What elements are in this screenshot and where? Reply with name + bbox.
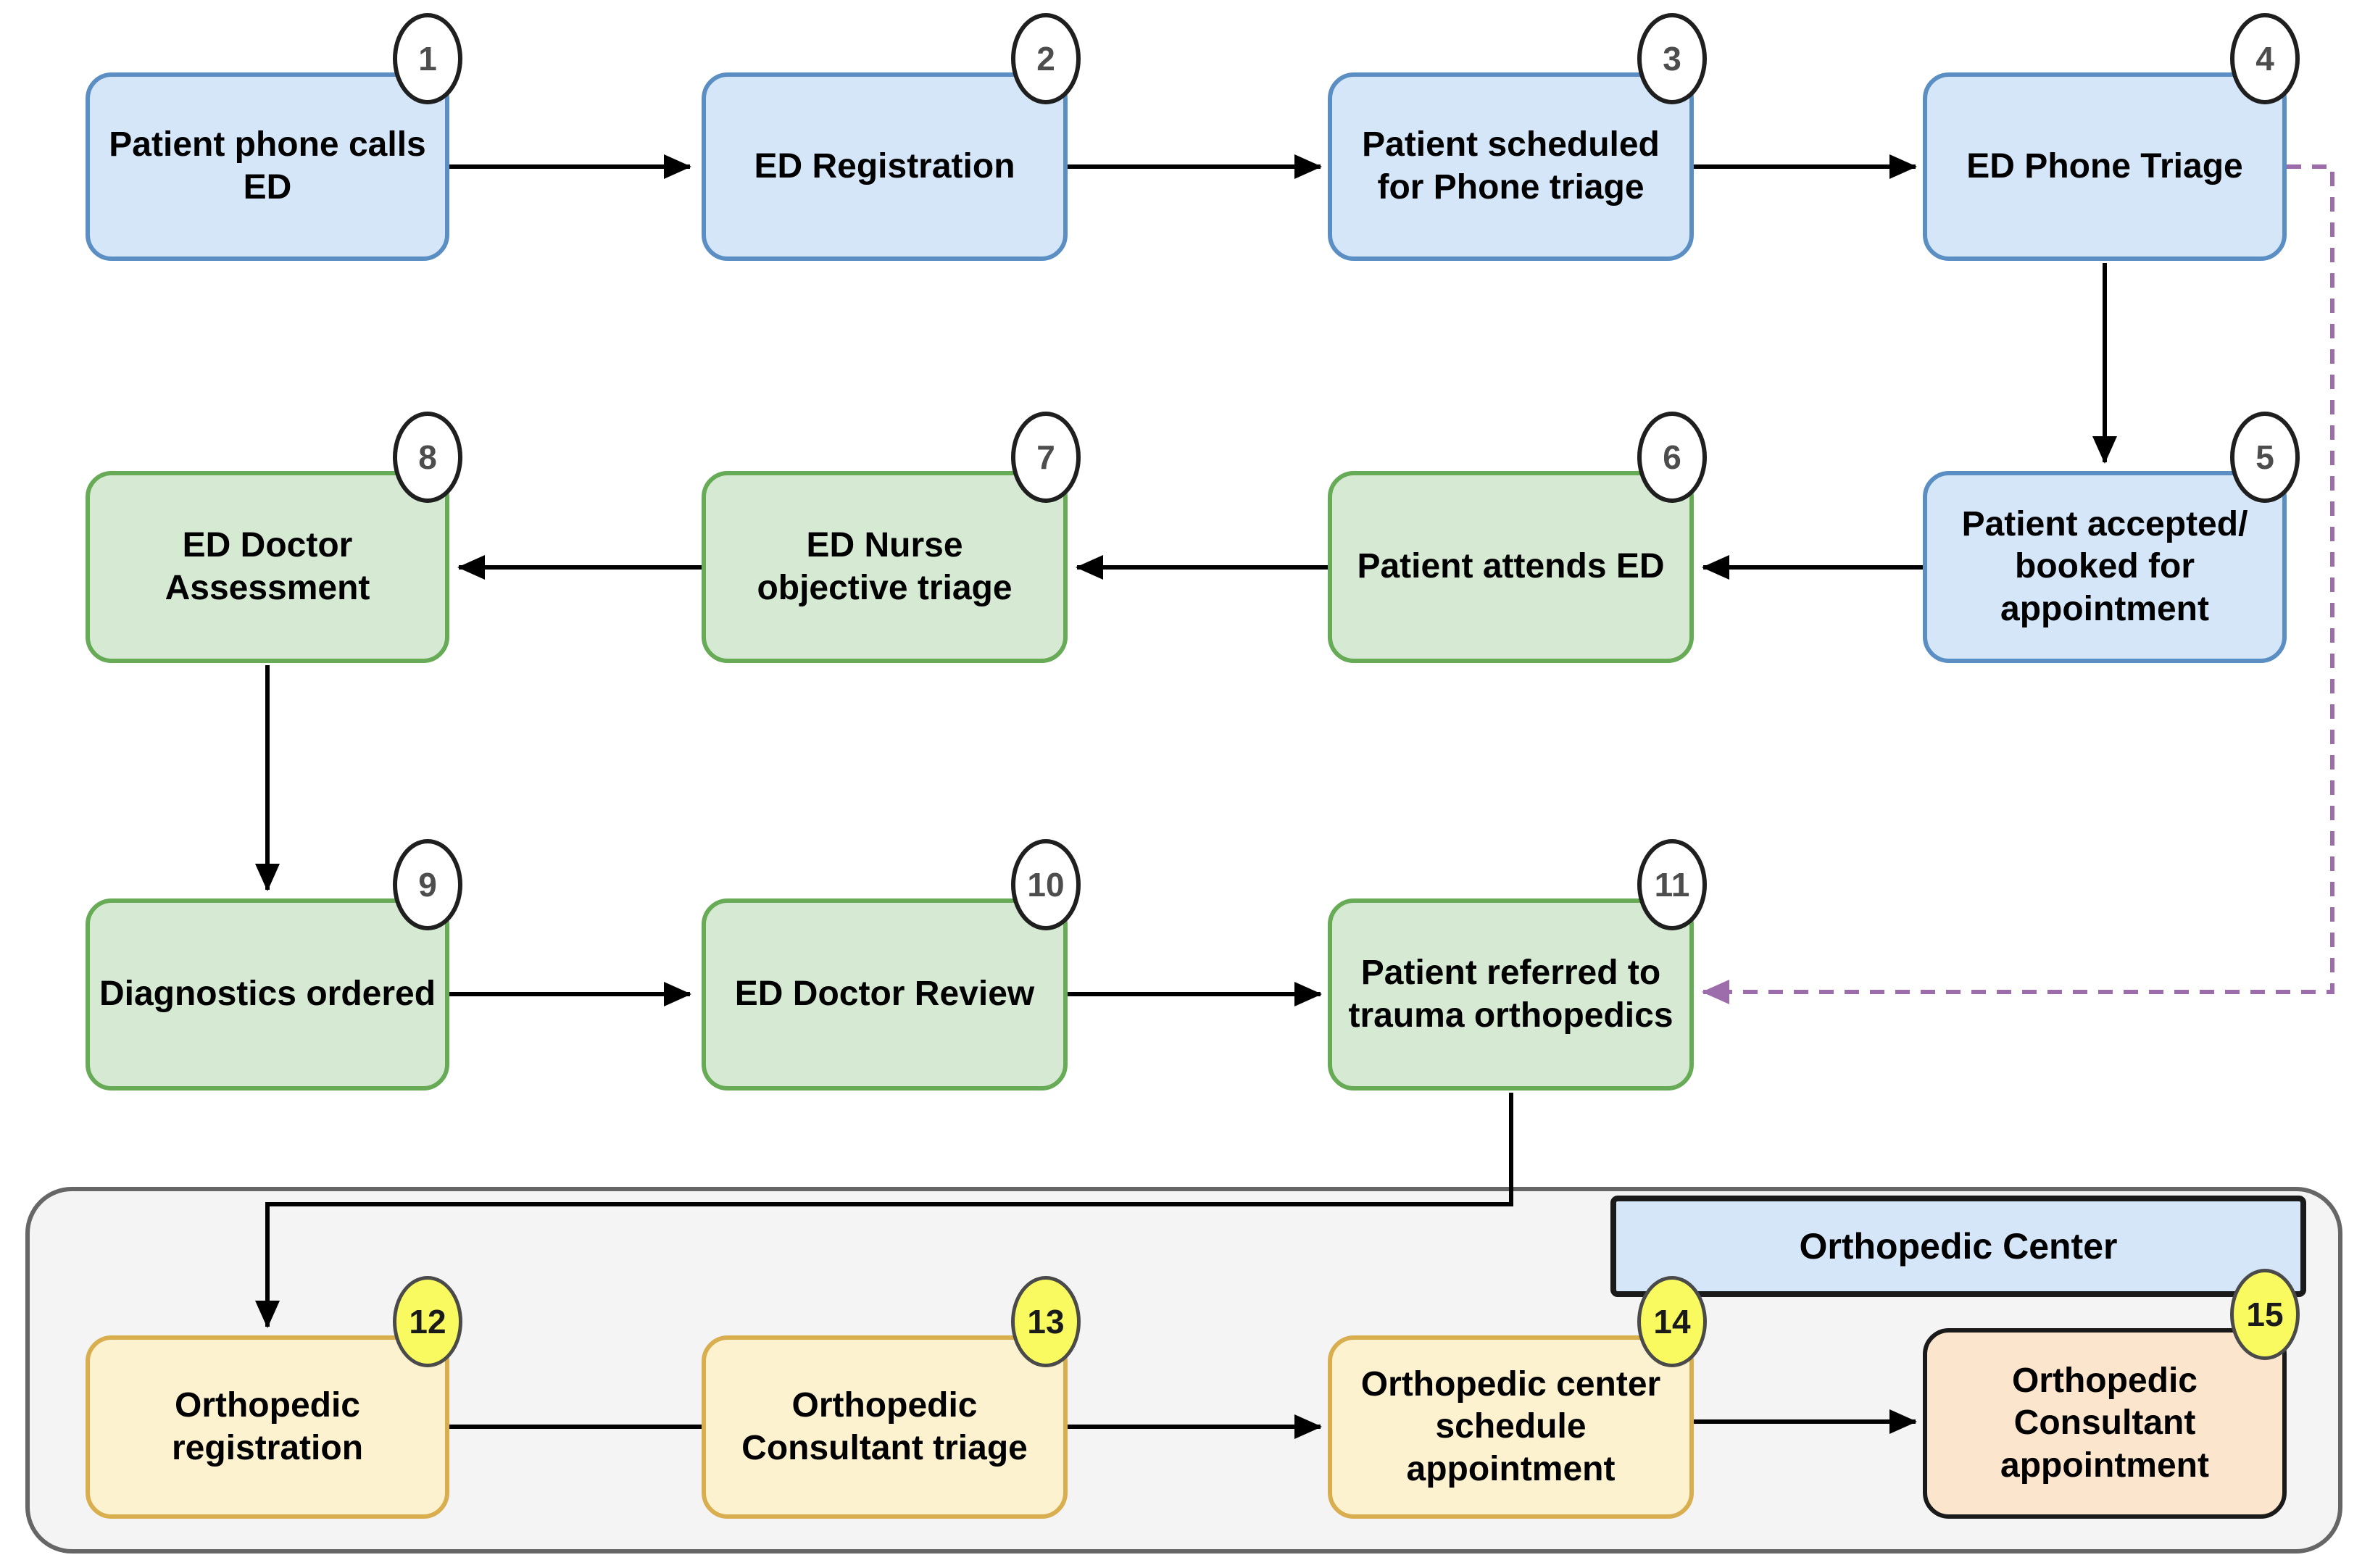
step-badge-10: 10 — [1011, 839, 1081, 930]
step-badge-11: 11 — [1637, 839, 1707, 930]
step-badge-1: 1 — [393, 13, 462, 104]
node-label: Orthopedic Consultant appointment — [2000, 1361, 2209, 1485]
step-badge-14: 14 — [1637, 1276, 1707, 1367]
step-badge-2: 2 — [1011, 13, 1081, 104]
step-badge-4: 4 — [2230, 13, 2300, 104]
step-badge-6: 6 — [1637, 412, 1707, 503]
node-label: Patient referred to trauma orthopedics — [1348, 953, 1673, 1035]
step-badge-5: 5 — [2230, 412, 2300, 503]
step-badge-13: 13 — [1011, 1276, 1081, 1367]
orthopedic-center-label: Orthopedic Center — [1610, 1196, 2306, 1297]
node-label: Orthopedic Consultant triage — [741, 1385, 1028, 1467]
step-badge-12: 12 — [393, 1276, 462, 1367]
node-label: ED Doctor Assessment — [165, 525, 370, 607]
node-patient-referred-trauma-orthopedics: Patient referred to trauma orthopedics 1… — [1328, 839, 1707, 1090]
node-ed-doctor-review: ED Doctor Review 10 — [702, 839, 1081, 1090]
node-label: Orthopedic center schedule appointment — [1360, 1364, 1661, 1488]
node-diagnostics-ordered: Diagnostics ordered 9 — [86, 839, 462, 1090]
node-orthopedic-center-schedule-appointment: Orthopedic center schedule appointment 1… — [1328, 1276, 1707, 1519]
node-ed-doctor-assessment: ED Doctor Assessment 8 — [86, 412, 462, 663]
node-label: ED Nurse objective triage — [757, 525, 1013, 607]
node-label: Patient attends ED — [1357, 547, 1665, 586]
node-patient-scheduled-phone-triage: Patient scheduled for Phone triage 3 — [1328, 13, 1707, 261]
step-badge-3: 3 — [1637, 13, 1707, 104]
node-orthopedic-consultant-triage: Orthopedic Consultant triage 13 — [702, 1276, 1081, 1519]
node-label: Diagnostics ordered — [99, 975, 436, 1014]
step-badge-15: 15 — [2230, 1269, 2300, 1360]
node-orthopedic-registration: Orthopedic registration 12 — [86, 1276, 462, 1519]
node-label: ED Phone Triage — [1966, 146, 2243, 185]
node-patient-accepted-booked: Patient accepted/ booked for appointment… — [1923, 412, 2300, 663]
node-label: ED Registration — [754, 146, 1015, 185]
node-patient-attends-ed: Patient attends ED 6 — [1328, 412, 1707, 663]
orthopedic-center-label-text: Orthopedic Center — [1799, 1226, 2118, 1267]
step-badge-8: 8 — [393, 412, 462, 503]
node-ed-registration: ED Registration 2 — [702, 13, 1081, 261]
node-label: Patient phone calls ED — [109, 125, 426, 207]
node-label: Orthopedic registration — [171, 1385, 364, 1467]
node-label: ED Doctor Review — [734, 975, 1035, 1014]
node-label: Patient accepted/ booked for appointment — [1961, 504, 2248, 628]
node-label: Patient scheduled for Phone triage — [1362, 125, 1660, 207]
node-ed-phone-triage: ED Phone Triage 4 — [1923, 13, 2300, 261]
node-ed-nurse-objective-triage: ED Nurse objective triage 7 — [702, 412, 1081, 663]
node-orthopedic-consultant-appointment: Orthopedic Consultant appointment 15 — [1923, 1269, 2300, 1519]
node-patient-phone-calls-ed: Patient phone calls ED 1 — [86, 13, 462, 261]
step-badge-9: 9 — [393, 839, 462, 930]
step-badge-7: 7 — [1011, 412, 1081, 503]
